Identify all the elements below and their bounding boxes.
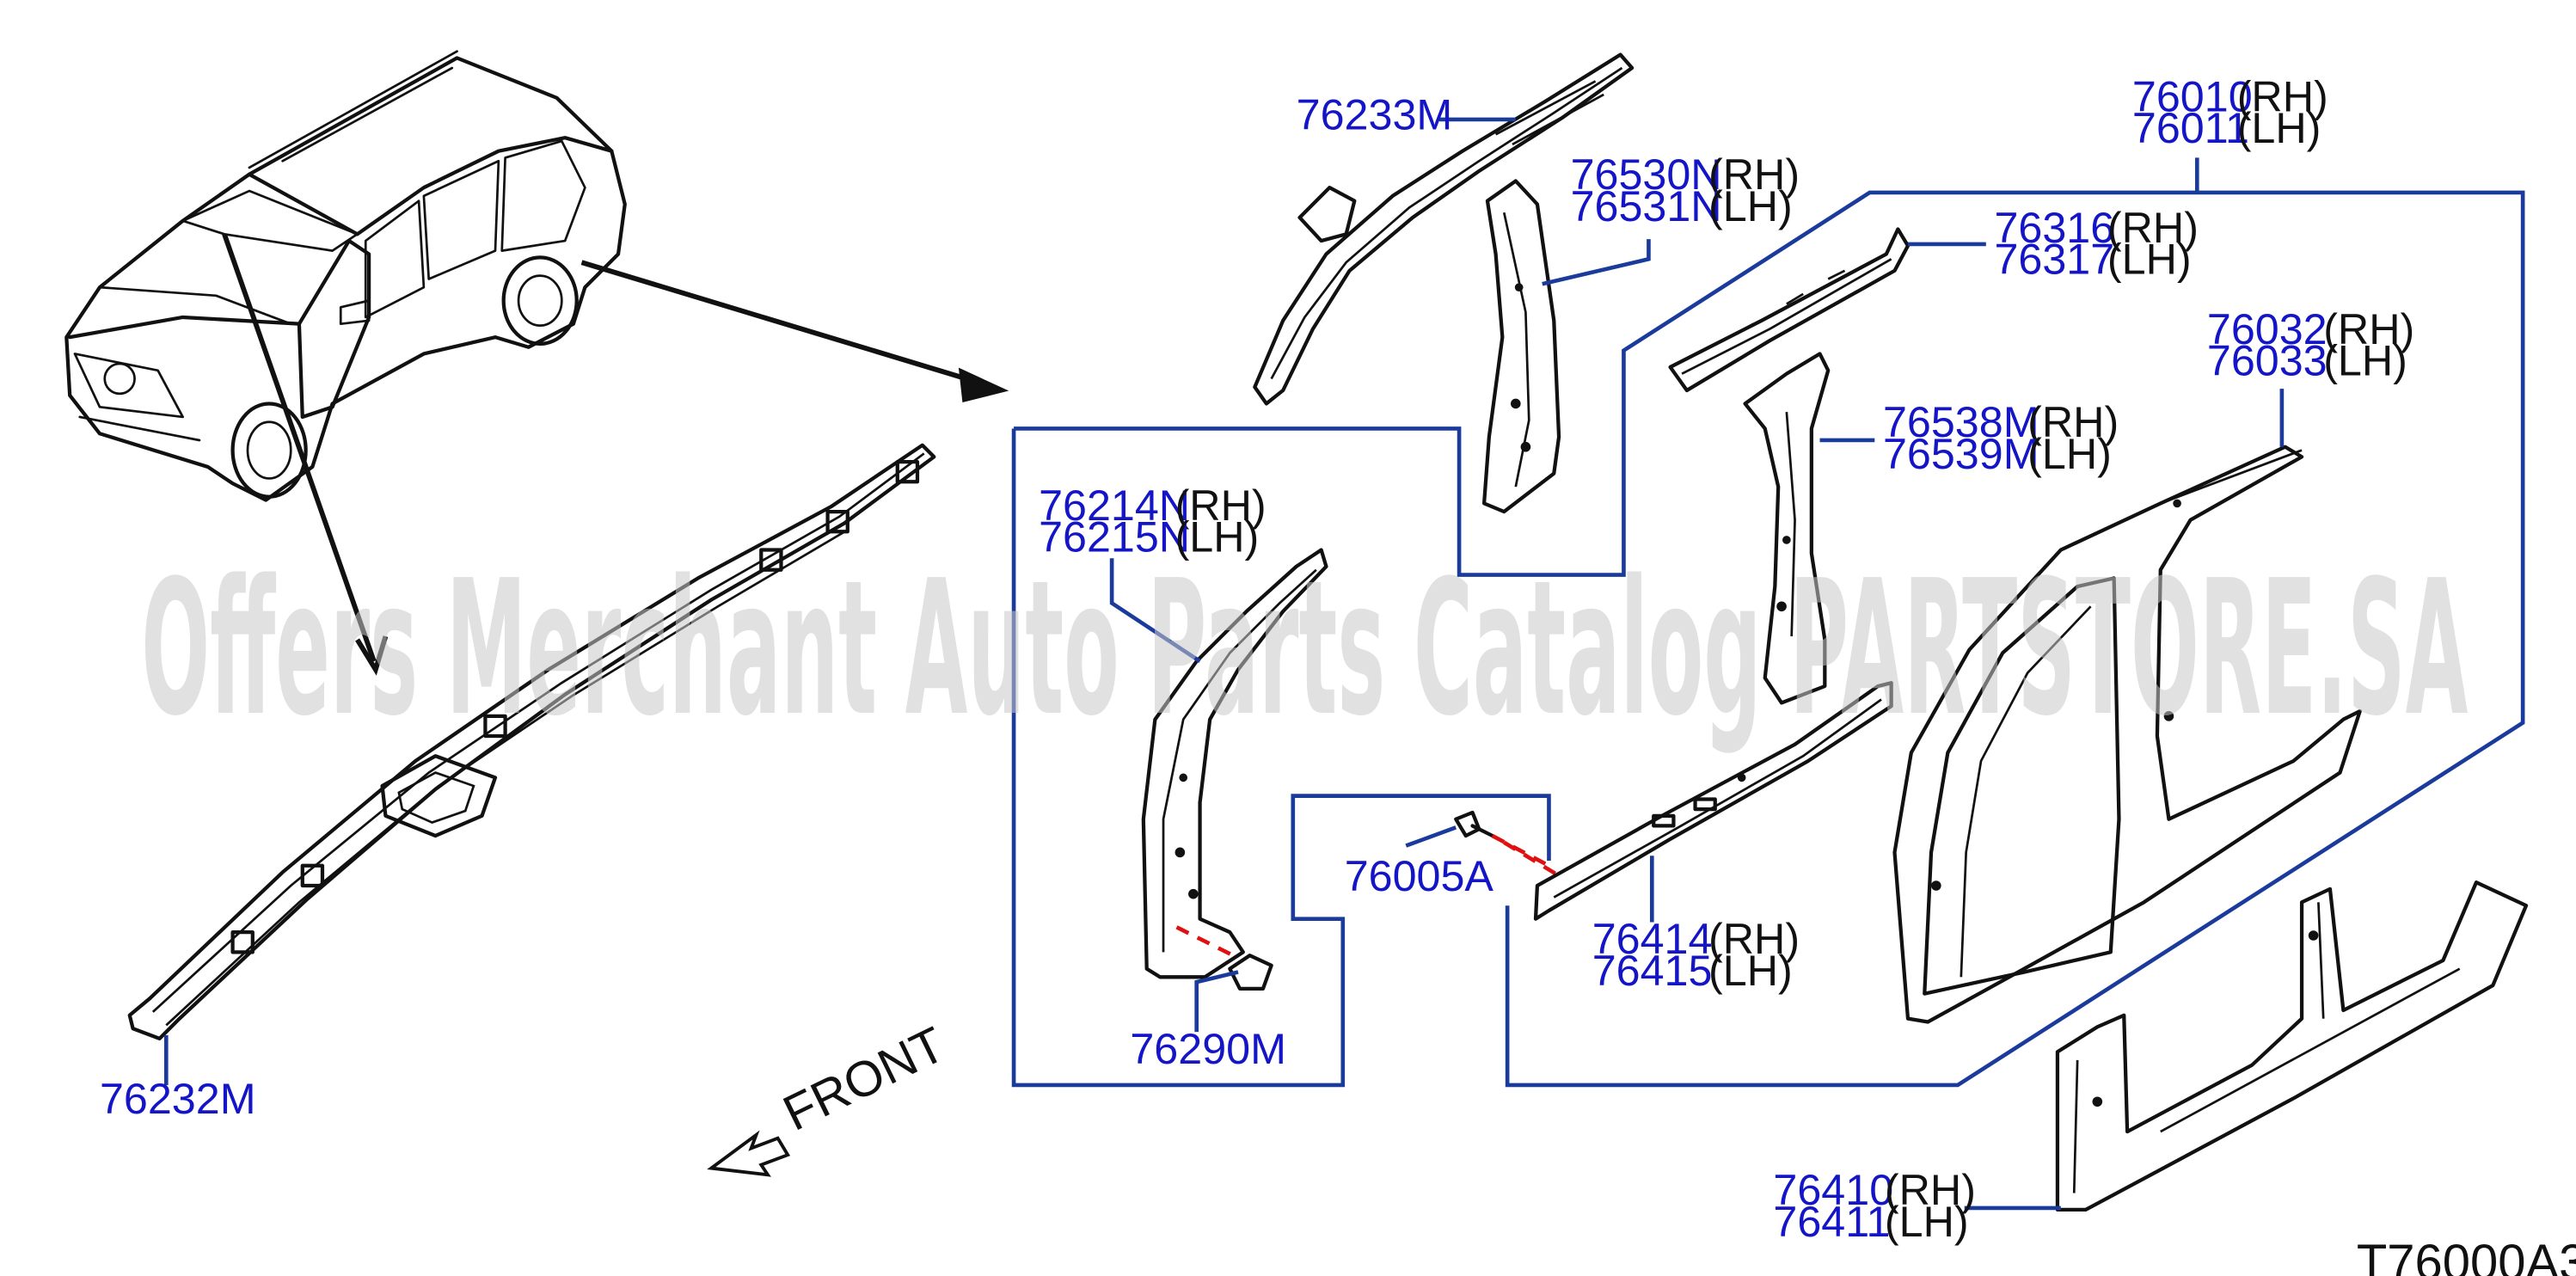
side-label: (RH)	[2323, 305, 2414, 353]
part-number[interactable]: 76214N	[1039, 482, 1190, 530]
part-76316-drawing	[1668, 227, 1911, 393]
side-label: (RH)	[2027, 398, 2119, 446]
part-number[interactable]: 76010	[2132, 72, 2253, 120]
part-76032-drawing	[1892, 445, 2362, 1024]
side-label: (RH)	[1708, 150, 1800, 199]
part-number[interactable]: 76316	[1994, 204, 2114, 252]
side-label: (LH)	[1175, 512, 1260, 561]
side-label: (LH)	[2237, 104, 2321, 152]
part-number[interactable]: 76531N	[1571, 182, 1722, 230]
callout-76538m[interactable]: 76538M (RH) 76539M (LH)	[1883, 398, 2119, 478]
part-number[interactable]: 76215N	[1039, 512, 1190, 561]
part-76233m-drawing	[1253, 52, 1635, 406]
side-label: (RH)	[1175, 482, 1267, 530]
callout-76010[interactable]: 76010 (RH) 76011 (LH)	[2132, 72, 2328, 152]
pointer-arrows	[222, 233, 1009, 676]
part-number[interactable]: 76233M	[1297, 91, 1453, 139]
side-label: (LH)	[1708, 947, 1793, 995]
side-label: (LH)	[2323, 337, 2407, 385]
callout-76414[interactable]: 76414 (RH) 76415 (LH)	[1592, 915, 1800, 995]
part-number[interactable]: 76033	[2207, 337, 2328, 385]
diagram-code: T76000A3	[2357, 1236, 2576, 1276]
vehicle-illustration	[64, 50, 627, 502]
part-76414-drawing	[1533, 681, 1893, 921]
side-label: (RH)	[1885, 1166, 1976, 1214]
callout-76005a[interactable]: 76005A	[1345, 852, 1494, 900]
front-label: FRONT	[776, 1017, 954, 1142]
part-number[interactable]: 76411	[1773, 1198, 1890, 1246]
assembly-boundaries	[1011, 190, 2525, 1088]
side-label: (RH)	[2107, 204, 2199, 252]
callout-76316[interactable]: 76316 (RH) 76317 (LH)	[1994, 204, 2198, 284]
side-label: (LH)	[1708, 182, 1793, 230]
callout-76233m[interactable]: 76233M	[1297, 91, 1453, 139]
side-label: (RH)	[1708, 915, 1800, 963]
part-76410-drawing	[2055, 880, 2529, 1212]
part-number[interactable]: 76032	[2207, 305, 2328, 353]
part-number[interactable]: 76232M	[100, 1075, 256, 1123]
callouts: 76233M 76530N (RH) 76531N (LH) 76010 (RH…	[100, 72, 2414, 1246]
part-number[interactable]: 76317	[1994, 236, 2114, 284]
part-76232m-drawing	[127, 443, 936, 1040]
part-number[interactable]: 76290M	[1130, 1025, 1286, 1073]
part-number[interactable]: 76005A	[1345, 852, 1494, 900]
part-76214n-drawing	[1141, 548, 1328, 979]
part-76005a-drawing	[1454, 810, 1561, 878]
front-direction-indicator: FRONT	[707, 1017, 954, 1177]
part-number[interactable]: 76011	[2132, 104, 2249, 152]
part-number[interactable]: 76415	[1592, 947, 1713, 995]
callout-76290m[interactable]: 76290M	[1130, 1025, 1286, 1073]
part-number[interactable]: 76410	[1773, 1166, 1893, 1214]
side-label: (RH)	[2237, 72, 2328, 120]
part-number[interactable]: 76538M	[1883, 398, 2039, 446]
callout-76032[interactable]: 76032 (RH) 76033 (LH)	[2207, 305, 2414, 385]
side-label: (LH)	[2027, 430, 2112, 478]
part-number[interactable]: 76539M	[1883, 430, 2039, 478]
part-number[interactable]: 76530N	[1571, 150, 1722, 199]
callout-76232m[interactable]: 76232M	[100, 1075, 256, 1123]
callout-76530n[interactable]: 76530N (RH) 76531N (LH)	[1571, 150, 1800, 230]
part-76530n-drawing	[1481, 179, 1561, 514]
part-number[interactable]: 76414	[1592, 915, 1713, 963]
watermark-text: Offers Merchant Auto Parts Catalog PARTS…	[141, 541, 2468, 758]
side-label: (LH)	[2107, 236, 2192, 284]
leader-lines	[163, 117, 2285, 1211]
part-76538m-drawing	[1743, 352, 1831, 705]
side-label: (LH)	[1885, 1198, 1969, 1246]
part-76290m-drawing	[1228, 954, 1273, 991]
callout-76410[interactable]: 76410 (RH) 76411 (LH)	[1773, 1166, 1976, 1246]
callout-76214n[interactable]: 76214N (RH) 76215N (LH)	[1039, 482, 1267, 561]
